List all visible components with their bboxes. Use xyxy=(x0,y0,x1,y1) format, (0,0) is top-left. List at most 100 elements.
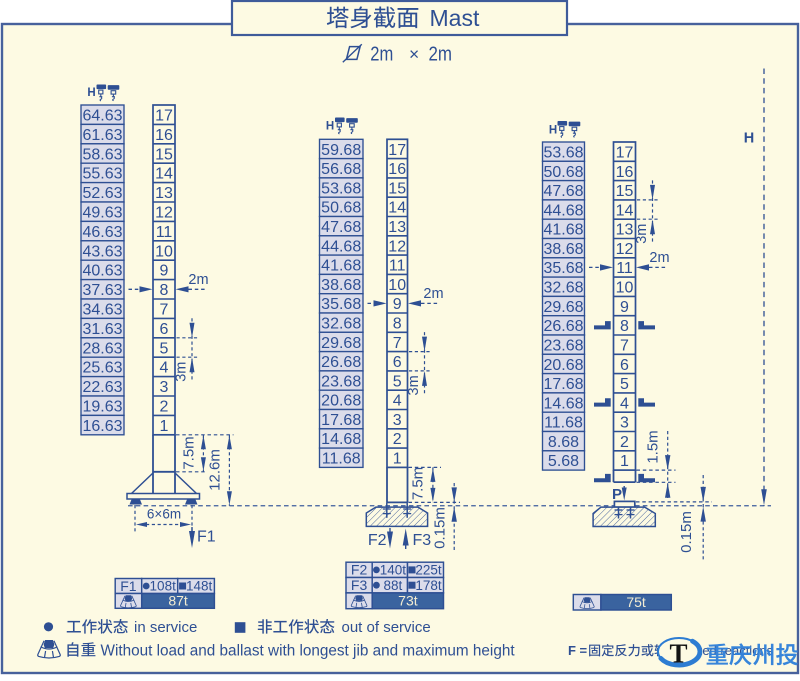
svg-text:44.68: 44.68 xyxy=(321,238,361,255)
svg-text:7: 7 xyxy=(160,302,169,319)
svg-text:34.63: 34.63 xyxy=(82,302,122,319)
svg-text:225t: 225t xyxy=(415,563,442,578)
svg-text:15: 15 xyxy=(616,183,634,200)
svg-text:3: 3 xyxy=(620,415,629,432)
svg-text:Fixed reactions: Fixed reactions xyxy=(685,643,774,658)
svg-text:32.68: 32.68 xyxy=(543,280,583,297)
svg-text:88t: 88t xyxy=(384,578,403,593)
svg-text:9: 9 xyxy=(160,263,169,280)
svg-text:38.68: 38.68 xyxy=(321,277,361,294)
svg-text:13: 13 xyxy=(616,222,634,239)
svg-text:F3: F3 xyxy=(351,577,368,593)
svg-text:6×6m: 6×6m xyxy=(147,507,181,522)
svg-text:61.63: 61.63 xyxy=(82,127,122,144)
svg-text:17: 17 xyxy=(388,142,406,159)
svg-text:H: H xyxy=(87,87,95,99)
svg-text:26.68: 26.68 xyxy=(321,354,361,371)
svg-text:T: T xyxy=(669,639,687,669)
svg-text:3m: 3m xyxy=(634,224,650,244)
svg-text:44.68: 44.68 xyxy=(543,202,583,219)
svg-text:H: H xyxy=(549,125,557,137)
svg-text:11: 11 xyxy=(389,258,406,275)
svg-text:F3: F3 xyxy=(413,532,432,549)
svg-text:2: 2 xyxy=(160,399,169,416)
svg-text:178t: 178t xyxy=(415,578,442,593)
svg-text:2m: 2m xyxy=(649,250,669,266)
svg-text:4: 4 xyxy=(620,395,629,412)
svg-text:14.68: 14.68 xyxy=(543,395,583,412)
svg-text:87t: 87t xyxy=(168,593,188,609)
svg-text:1.5m: 1.5m xyxy=(645,430,662,463)
svg-text:0.15m: 0.15m xyxy=(432,507,449,549)
svg-text:11: 11 xyxy=(616,260,633,277)
svg-text:2: 2 xyxy=(620,434,629,451)
svg-text:×: × xyxy=(409,44,419,64)
svg-text:F2: F2 xyxy=(368,532,387,549)
svg-text:29.68: 29.68 xyxy=(543,299,583,316)
svg-text:6: 6 xyxy=(160,321,169,338)
svg-text:8: 8 xyxy=(160,282,169,299)
svg-text:40.63: 40.63 xyxy=(82,263,122,280)
svg-text:16: 16 xyxy=(155,127,173,144)
svg-text:3: 3 xyxy=(393,412,402,429)
svg-text:37.63: 37.63 xyxy=(82,282,122,299)
svg-text:F2: F2 xyxy=(351,562,368,578)
svg-text:19.63: 19.63 xyxy=(82,399,122,416)
svg-text:15: 15 xyxy=(388,180,406,197)
svg-text:13: 13 xyxy=(155,185,173,202)
svg-text:3: 3 xyxy=(160,379,169,396)
svg-text:148t: 148t xyxy=(186,579,213,594)
svg-text:52.63: 52.63 xyxy=(82,185,122,202)
svg-text:4: 4 xyxy=(160,360,169,377)
svg-text:5: 5 xyxy=(160,340,169,357)
svg-text:26.68: 26.68 xyxy=(543,318,583,335)
svg-text:7: 7 xyxy=(620,337,629,354)
svg-text:1: 1 xyxy=(620,453,629,470)
svg-text:3m: 3m xyxy=(406,375,422,395)
svg-text:2m: 2m xyxy=(429,42,453,65)
svg-text:108t: 108t xyxy=(150,579,177,594)
svg-text:20.68: 20.68 xyxy=(321,393,361,410)
svg-text:13: 13 xyxy=(388,219,406,236)
svg-text:8.68: 8.68 xyxy=(548,434,579,451)
svg-text:29.68: 29.68 xyxy=(321,335,361,352)
svg-text:23.68: 23.68 xyxy=(543,337,583,354)
svg-text:14: 14 xyxy=(388,200,406,217)
svg-text:32.68: 32.68 xyxy=(321,315,361,332)
svg-text:7: 7 xyxy=(393,335,402,352)
svg-text:35.68: 35.68 xyxy=(543,260,583,277)
svg-text:F1: F1 xyxy=(197,529,216,546)
svg-text:23.68: 23.68 xyxy=(321,373,361,390)
svg-text:5: 5 xyxy=(393,373,402,390)
svg-text:43.63: 43.63 xyxy=(82,243,122,260)
svg-text:14: 14 xyxy=(616,202,634,219)
svg-text:20.68: 20.68 xyxy=(543,357,583,374)
svg-text:0.15m: 0.15m xyxy=(678,511,695,553)
svg-text:10: 10 xyxy=(155,243,173,260)
svg-text:7.5m: 7.5m xyxy=(181,436,198,469)
svg-text:2: 2 xyxy=(393,431,402,448)
svg-text:46.63: 46.63 xyxy=(82,224,122,241)
svg-text:5: 5 xyxy=(620,376,629,393)
svg-text:11: 11 xyxy=(156,224,173,241)
svg-text:12.6m: 12.6m xyxy=(207,449,224,491)
svg-text:38.68: 38.68 xyxy=(543,241,583,258)
svg-text:10: 10 xyxy=(616,280,634,297)
svg-text:50.68: 50.68 xyxy=(321,200,361,217)
svg-text:25.63: 25.63 xyxy=(82,360,122,377)
svg-text:140t: 140t xyxy=(380,563,407,578)
svg-text:8: 8 xyxy=(393,315,402,332)
svg-text:56.68: 56.68 xyxy=(321,161,361,178)
svg-text:out of service: out of service xyxy=(342,619,431,636)
svg-text:10: 10 xyxy=(388,277,406,294)
svg-text:17.68: 17.68 xyxy=(543,376,583,393)
svg-text:22.63: 22.63 xyxy=(82,379,122,396)
svg-text:59.68: 59.68 xyxy=(321,142,361,159)
svg-text:64.63: 64.63 xyxy=(82,108,122,125)
svg-text:75t: 75t xyxy=(626,594,646,610)
svg-text:12: 12 xyxy=(155,205,173,222)
svg-text:9: 9 xyxy=(393,296,402,313)
svg-text:6: 6 xyxy=(620,357,629,374)
svg-text:17: 17 xyxy=(616,145,634,162)
svg-text:28.63: 28.63 xyxy=(82,340,122,357)
